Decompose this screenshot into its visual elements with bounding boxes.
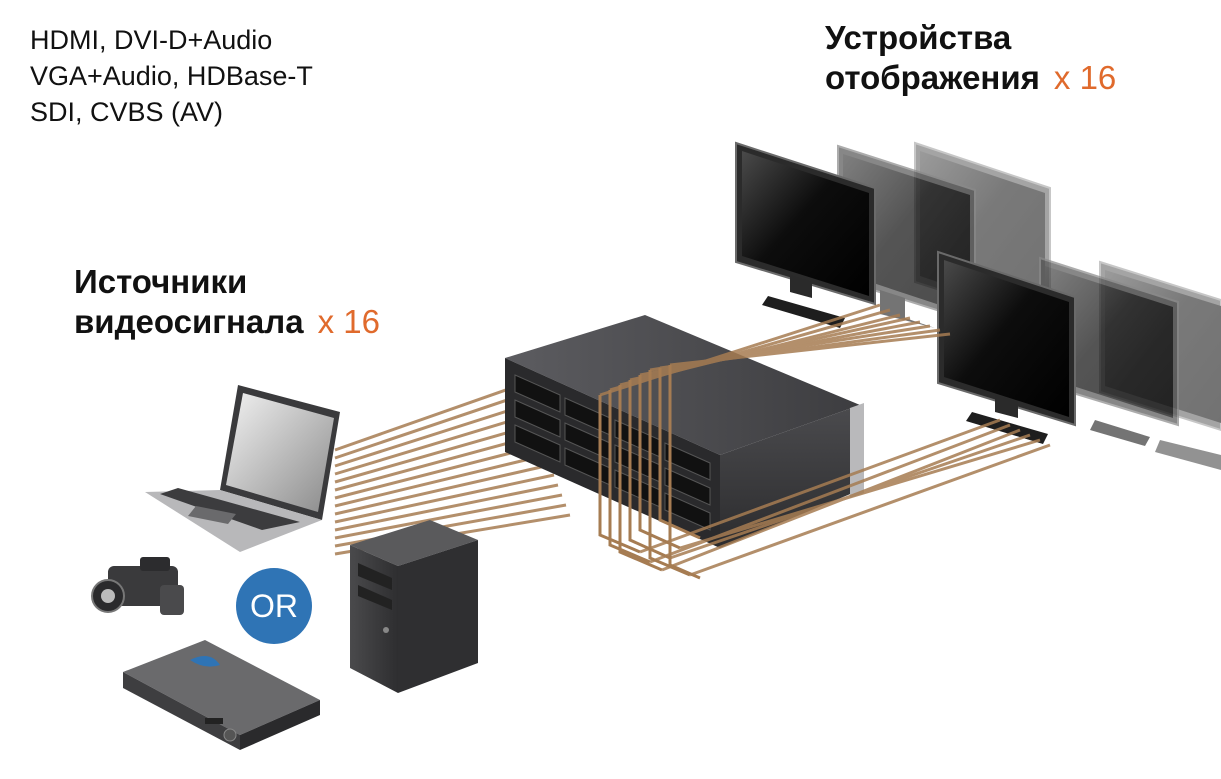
format-line-1: HDMI, DVI-D+Audio [30, 25, 273, 55]
displays-title-line2-row: отображения x 16 [825, 58, 1116, 98]
matrix-switcher [505, 315, 864, 548]
monitor-front-bottom [937, 250, 1076, 444]
displays-title-line1: Устройства [825, 19, 1012, 56]
or-badge: OR [236, 568, 312, 644]
display-monitors [735, 141, 1221, 470]
sources-title-line2-row: видеосигнала x 16 [74, 302, 380, 342]
supported-formats-list: HDMI, DVI-D+Audio VGA+Audio, HDBase-T SD… [30, 22, 313, 130]
sources-heading: Источники видеосигнала x 16 [74, 262, 380, 342]
pc-tower-icon [350, 520, 478, 693]
bluray-player-icon [123, 640, 320, 750]
displays-multiplier: x 16 [1053, 59, 1117, 96]
sources-title-line2: видеосигнала [74, 303, 304, 340]
sources-multiplier: x 16 [317, 303, 380, 340]
monitor-front-top [735, 141, 876, 328]
sources-title-line1: Источники [74, 263, 248, 300]
laptop-icon [145, 385, 340, 552]
camcorder-icon [91, 557, 184, 615]
format-line-2: VGA+Audio, HDBase-T [30, 61, 313, 91]
format-line-3: SDI, CVBS (AV) [30, 97, 224, 127]
displays-heading: Устройства отображения x 16 [825, 18, 1116, 98]
output-cables [599, 303, 1051, 577]
displays-title-line2: отображения [825, 59, 1040, 96]
